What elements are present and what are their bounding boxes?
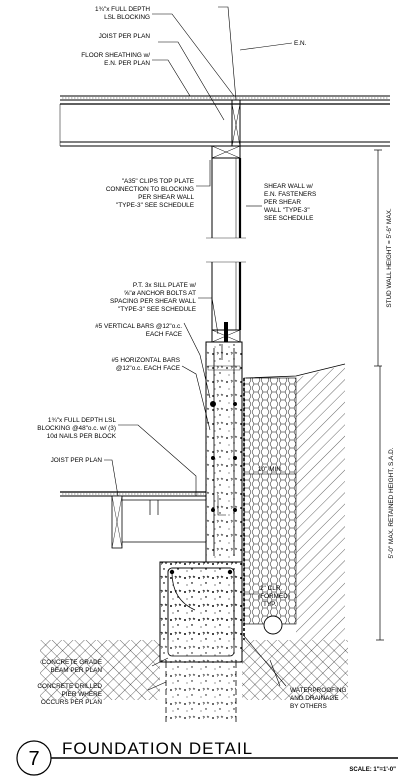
label-drilled-pier-2: PIER WHERE <box>62 691 102 698</box>
detail-scale: SCALE: 1"=1'-0" <box>349 767 396 773</box>
label-lsl-blocking-bottom-3: 10d NAILS PER BLOCK <box>47 433 117 440</box>
lower-floor-system <box>60 491 206 549</box>
label-shear-wall-2: E.N. FASTENERS <box>264 191 316 198</box>
detail-title: FOUNDATION DETAIL <box>62 739 253 758</box>
label-vertical-bars-2: EACH FACE <box>146 331 182 338</box>
dim-stud-wall-height: STUD WALL HEIGHT = 5'-6" MAX. <box>386 208 393 308</box>
label-floor-sheathing-2: E.N. PER PLAN <box>104 60 150 67</box>
label-joist-top: JOIST PER PLAN <box>99 33 151 40</box>
label-lsl-blocking-bottom-2: BLOCKING @48"o.c. w/ (3) <box>37 425 116 432</box>
label-floor-sheathing-1: FLOOR SHEATHING w/ <box>81 52 150 59</box>
label-sill-plate-2: ⅝"ø ANCHOR BOLTS AT <box>124 290 196 297</box>
label-lsl-blocking-top-2: LSL BLOCKING <box>104 14 150 21</box>
concrete-stem-wall <box>205 341 243 563</box>
label-shear-wall-3: PER SHEAR <box>264 199 301 206</box>
dim-retained-height: 5'-0" MAX. RETAINED HEIGHT, S.A.D. <box>388 447 395 558</box>
title-block: 7 FOUNDATION DETAIL SCALE: 1"=1'-0" <box>16 739 398 776</box>
label-lsl-blocking-top-1: 1¾"x FULL DEPTH <box>95 6 150 13</box>
label-waterproofing-2: AND DRAINAGE <box>290 695 339 702</box>
label-horizontal-bars-2: @12"o.c. EACH FACE <box>116 365 180 372</box>
annotation-labels: 1¾"x FULL DEPTH LSL BLOCKING JOIST PER P… <box>37 6 346 710</box>
label-joist-bottom: JOIST PER PLAN <box>51 457 103 464</box>
label-shear-wall-4: WALL "TYPE-3" <box>264 207 310 214</box>
label-a35-4: "TYPE-3" SEE SCHEDULE <box>116 202 194 209</box>
upper-floor-system <box>59 95 390 147</box>
leader-lines <box>104 6 293 691</box>
retained-earth <box>243 363 346 640</box>
base-earth <box>40 561 348 722</box>
label-10-min: 10" MIN. <box>258 466 283 473</box>
label-en: E.N. <box>294 40 307 47</box>
label-clr-3: TYP. <box>263 601 277 608</box>
label-waterproofing-3: BY OTHERS <box>290 703 327 710</box>
upper-stud-wall <box>206 145 246 343</box>
label-a35-2: CONNECTION TO BLOCKING <box>106 186 194 193</box>
label-clr-2: (FORMED) <box>258 593 290 600</box>
label-grade-beam-2: BEAM PER PLAN <box>51 667 103 674</box>
label-a35-3: PER SHEAR WALL <box>138 194 194 201</box>
dimension-lines <box>244 149 384 641</box>
label-drilled-pier-3: OCCURS PER PLAN <box>41 699 102 706</box>
label-sill-plate-3: SPACING PER SHEAR WALL <box>110 298 196 305</box>
label-horizontal-bars-1: #5 HORIZONTAL BARS <box>111 357 180 364</box>
detail-number: 7 <box>28 748 39 770</box>
label-grade-beam-1: CONCRETE GRADE <box>42 659 102 666</box>
label-waterproofing-1: WATERPROOFING <box>290 687 346 694</box>
label-sill-plate-4: "TYPE-3" SEE SCHEDULE <box>118 306 196 313</box>
label-shear-wall-1: SHEAR WALL w/ <box>264 183 313 190</box>
label-shear-wall-5: SEE SCHEDULE <box>264 215 313 222</box>
label-clr-1: 2" CLR. <box>260 585 282 592</box>
label-a35-1: "A35" CLIPS TOP PLATE <box>122 178 194 185</box>
label-sill-plate-1: P.T. 3x SILL PLATE w/ <box>133 282 196 289</box>
label-vertical-bars-1: #5 VERTICAL BARS @12"o.c. <box>95 323 182 330</box>
label-lsl-blocking-bottom-1: 1¾"x FULL DEPTH LSL <box>48 417 117 424</box>
label-drilled-pier-1: CONCRETE DRILLED <box>37 683 102 690</box>
